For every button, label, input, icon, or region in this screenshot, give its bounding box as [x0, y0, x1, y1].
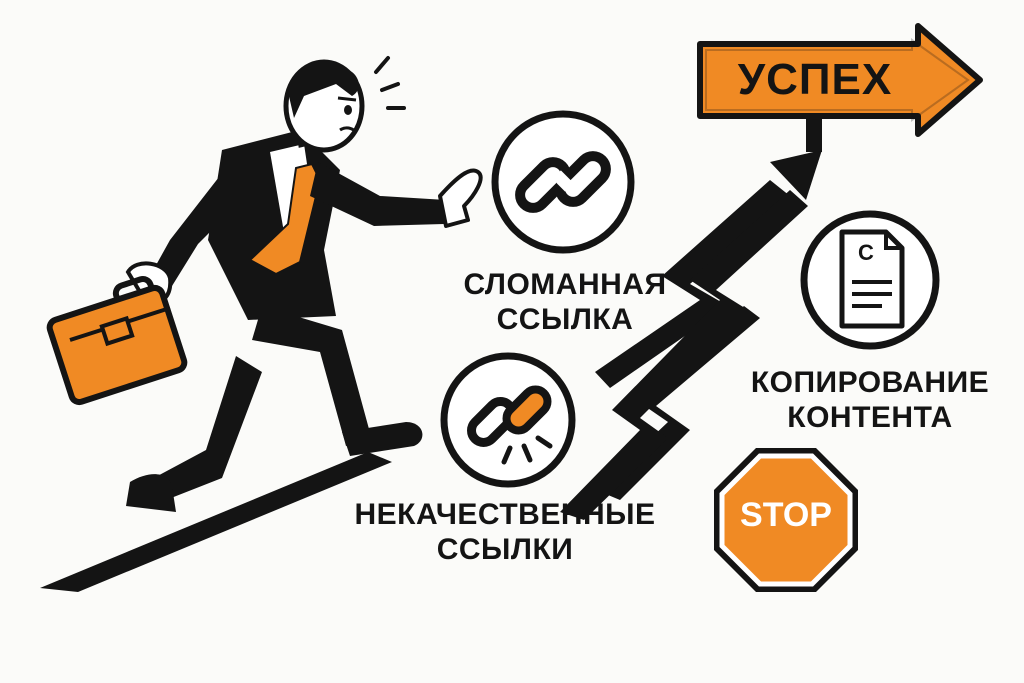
document-mark: C	[858, 240, 874, 265]
businessman-figure	[46, 56, 483, 512]
copied-content-label: КОПИРОВАНИЕ КОНТЕНТА	[725, 366, 1015, 435]
success-sign	[697, 23, 983, 152]
ground-ramp	[40, 452, 392, 592]
copyright-document-icon	[800, 210, 940, 350]
briefcase-icon	[46, 276, 188, 406]
broken-link-label-line2: ССЫЛКА	[496, 302, 634, 336]
broken-link-label-line1: СЛОМАННАЯ	[463, 268, 667, 301]
copied-content-label-line1: КОПИРОВАНИЕ	[750, 366, 990, 399]
stress-marks	[374, 56, 406, 110]
stop-sign-label: STOP	[740, 496, 832, 534]
bad-links-label-line1: НЕКАЧЕСТВЕННЫЕ	[354, 498, 656, 531]
broken-link-label: СЛОМАННАЯ ССЫЛКА	[450, 268, 680, 337]
damaged-chain-icon	[440, 352, 576, 488]
bad-links-label-line2: ССЫЛКИ	[436, 532, 574, 566]
growth-arrow	[560, 150, 822, 520]
broken-chain-icon	[491, 110, 635, 254]
bad-links-label: НЕКАЧЕСТВЕННЫЕ ССЫЛКИ	[335, 498, 675, 567]
success-sign-label: УСПЕХ	[737, 55, 893, 104]
stop-sign	[714, 448, 858, 592]
copied-content-label-line2: КОНТЕНТА	[787, 400, 953, 434]
